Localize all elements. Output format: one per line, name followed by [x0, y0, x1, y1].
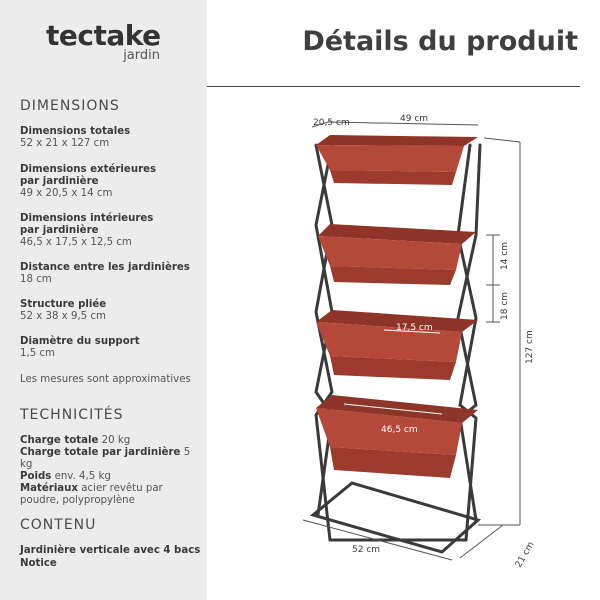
label-gap: 18 cm — [500, 292, 510, 320]
planter-2 — [318, 224, 476, 285]
label-inner-width: 46,5 cm — [381, 425, 418, 435]
page-title: Détails du produit — [302, 26, 578, 57]
label-width-top: 49 cm — [400, 114, 428, 124]
brand-name: tectake — [46, 19, 161, 52]
brand-logo: tectake jardin — [46, 19, 166, 64]
spec-label: Distance entre les jardinières — [20, 262, 190, 273]
spec-label: Dimensions totales — [20, 126, 131, 137]
specs-sidebar: tectake jardin DIMENSIONS Dimensions tot… — [0, 0, 207, 600]
right-zigzag — [456, 143, 478, 542]
label-base-width: 52 cm — [352, 545, 380, 555]
tech-value: 5 kg — [20, 447, 191, 470]
spec-value: 1,5 cm — [20, 348, 55, 359]
planter-4 — [316, 395, 478, 478]
spec-label: Dimensions extérieures par jardinière — [20, 164, 157, 187]
tech-item: Charge totale par jardinière 5 kg — [20, 447, 205, 471]
title-divider — [207, 86, 580, 88]
label-base-depth: 21 cm — [514, 540, 537, 569]
label-depth-top: 20,5 cm — [313, 118, 350, 128]
spec-label: Structure pliée — [20, 299, 107, 310]
spec-support-diameter: Diamètre du support 1,5 cm — [20, 336, 200, 360]
spec-value: 52 x 38 x 9,5 cm — [20, 311, 106, 322]
tech-label: Charge totale — [20, 435, 99, 446]
spec-inner-dimensions: Dimensions intérieures par jardinière 46… — [20, 213, 155, 249]
tech-item: Charge totale 20 kg — [20, 435, 205, 447]
contenu-title: CONTENU — [20, 517, 97, 533]
label-total-height: 127 cm — [525, 330, 535, 364]
contenu-list: Jardinière verticale avec 4 bacs Notice — [20, 545, 200, 570]
contenu-item: Notice — [20, 557, 57, 569]
spec-value: 46,5 x 17,5 x 12,5 cm — [20, 237, 132, 248]
spec-distance: Distance entre les jardinières 18 cm — [20, 262, 200, 286]
brand-sub: jardin — [123, 48, 160, 63]
right-zigzag-back — [456, 143, 482, 522]
approximate-note: Les mesures sont approximatives — [20, 374, 191, 385]
label-inner-depth: 17,5 cm — [396, 323, 433, 333]
tech-value: acier revêtu par poudre, polypropylène — [20, 483, 163, 506]
spec-total-dimensions: Dimensions totales 52 x 21 x 127 cm — [20, 126, 200, 150]
spec-label: Dimensions intérieures par jardinière — [20, 213, 154, 236]
dimension-lines — [302, 121, 521, 561]
tech-value: 20 kg — [101, 435, 131, 446]
spec-value: 49 x 20,5 x 14 cm — [20, 188, 113, 199]
planter-1 — [316, 135, 478, 185]
spec-outer-dimensions: Dimensions extérieures par jardinière 49… — [20, 164, 170, 200]
tech-label: Poids — [20, 471, 52, 482]
tech-label: Matériaux — [20, 483, 79, 494]
spec-value: 52 x 21 x 127 cm — [20, 138, 110, 149]
dimensions-title: DIMENSIONS — [20, 98, 120, 114]
technicites-title: TECHNICITÉS — [20, 407, 124, 423]
contenu-item: Jardinière verticale avec 4 bacs — [20, 545, 201, 556]
tech-label: Charge totale par jardinière — [20, 447, 181, 458]
label-height-box: 14 cm — [500, 242, 510, 270]
spec-label: Diamètre du support — [20, 336, 140, 347]
spec-value: 18 cm — [20, 274, 52, 285]
frame-base — [309, 481, 482, 554]
tech-item: Poids env. 4,5 kg — [20, 471, 205, 483]
tech-list: Charge totale 20 kg Charge totale par ja… — [20, 435, 205, 507]
tech-value: env. 4,5 kg — [54, 471, 111, 482]
planter-3 — [316, 310, 478, 380]
spec-folded: Structure pliée 52 x 38 x 9,5 cm — [20, 299, 200, 323]
tech-item: Matériaux acier revêtu par poudre, polyp… — [20, 483, 180, 507]
